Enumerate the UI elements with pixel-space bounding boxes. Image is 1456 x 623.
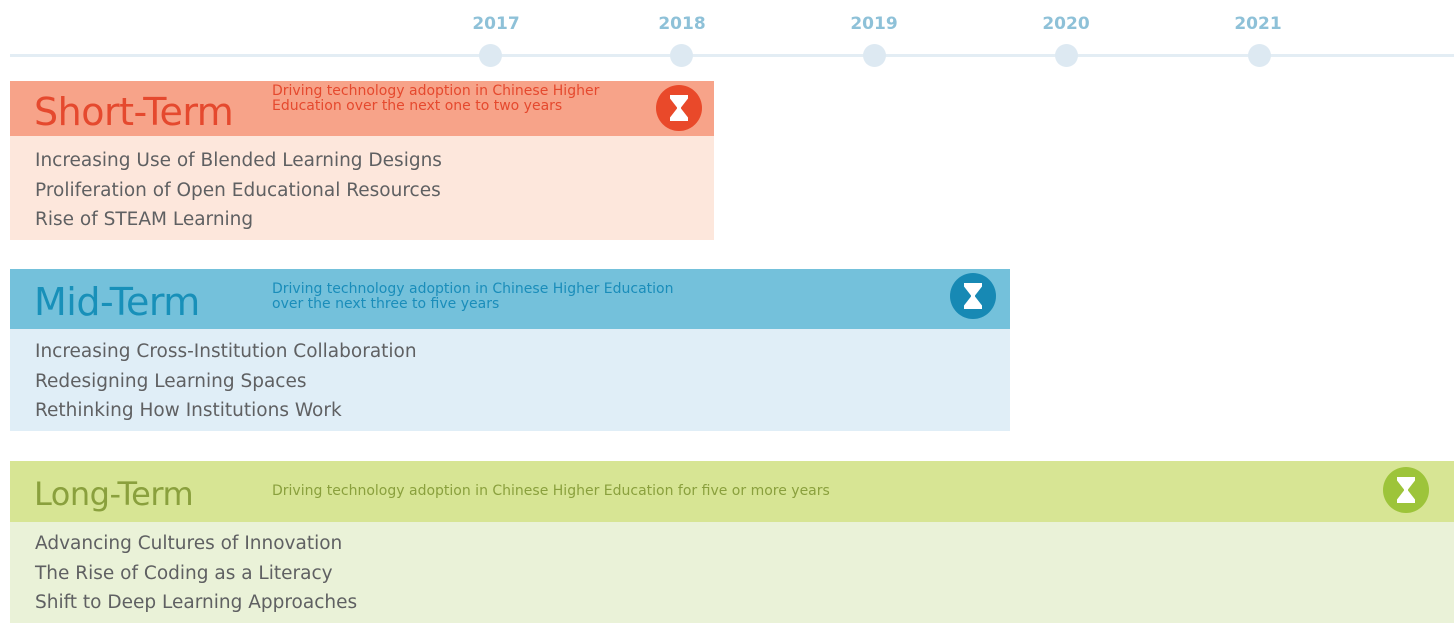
- long-term-description-line: Driving technology adoption in Chinese H…: [272, 483, 830, 499]
- list-item: Rethinking How Institutions Work: [35, 400, 342, 421]
- short-term-body: Increasing Use of Blended Learning Desig…: [10, 136, 714, 240]
- year-marker-2019: [863, 44, 886, 67]
- hourglass-icon: [950, 273, 996, 319]
- long-term-block: Long-Term Driving technology adoption in…: [10, 461, 1454, 623]
- mid-term-description: Driving technology adoption in Chinese H…: [272, 282, 673, 312]
- short-term-title: Short-Term: [34, 90, 234, 134]
- short-term-description-line: Education over the next one to two years: [272, 98, 563, 114]
- mid-term-title: Mid-Term: [34, 280, 200, 324]
- year-marker-2017: [479, 44, 502, 67]
- list-item: Advancing Cultures of Innovation: [35, 533, 343, 554]
- list-item: Rise of STEAM Learning: [35, 209, 254, 230]
- short-term-header: Short-Term Driving technology adoption i…: [10, 81, 714, 136]
- mid-term-block: Mid-Term Driving technology adoption in …: [10, 269, 1010, 431]
- long-term-list: Advancing Cultures of Innovation The Ris…: [10, 522, 1454, 618]
- mid-term-header: Mid-Term Driving technology adoption in …: [10, 269, 1010, 329]
- long-term-description: Driving technology adoption in Chinese H…: [272, 484, 830, 499]
- list-item: Increasing Cross-Institution Collaborati…: [35, 341, 417, 362]
- long-term-title: Long-Term: [34, 475, 194, 513]
- mid-term-description-line: Driving technology adoption in Chinese H…: [272, 281, 674, 297]
- year-label-2019: 2019: [850, 14, 898, 34]
- mid-term-description-line: over the next three to five years: [272, 296, 500, 312]
- short-term-block: Short-Term Driving technology adoption i…: [10, 81, 714, 240]
- mid-term-list: Increasing Cross-Institution Collaborati…: [10, 329, 1010, 426]
- timeline-axis: [10, 54, 1454, 57]
- hourglass-icon: [1383, 467, 1429, 513]
- long-term-body: Advancing Cultures of Innovation The Ris…: [10, 522, 1454, 623]
- year-marker-2020: [1055, 44, 1078, 67]
- year-marker-2018: [670, 44, 693, 67]
- hourglass-icon: [656, 85, 702, 131]
- year-label-2020: 2020: [1042, 14, 1090, 34]
- list-item: Increasing Use of Blended Learning Desig…: [35, 150, 442, 171]
- mid-term-body: Increasing Cross-Institution Collaborati…: [10, 329, 1010, 431]
- list-item: Shift to Deep Learning Approaches: [35, 592, 358, 613]
- year-marker-2021: [1248, 44, 1271, 67]
- short-term-list: Increasing Use of Blended Learning Desig…: [10, 136, 714, 235]
- year-label-2017: 2017: [472, 14, 520, 34]
- short-term-description: Driving technology adoption in Chinese H…: [272, 84, 599, 114]
- year-label-2018: 2018: [658, 14, 706, 34]
- long-term-header: Long-Term Driving technology adoption in…: [10, 461, 1454, 522]
- year-label-2021: 2021: [1234, 14, 1282, 34]
- short-term-description-line: Driving technology adoption in Chinese H…: [272, 83, 600, 99]
- list-item: Redesigning Learning Spaces: [35, 370, 307, 392]
- list-item: Proliferation of Open Educational Resour…: [35, 179, 441, 201]
- list-item: The Rise of Coding as a Literacy: [35, 562, 333, 584]
